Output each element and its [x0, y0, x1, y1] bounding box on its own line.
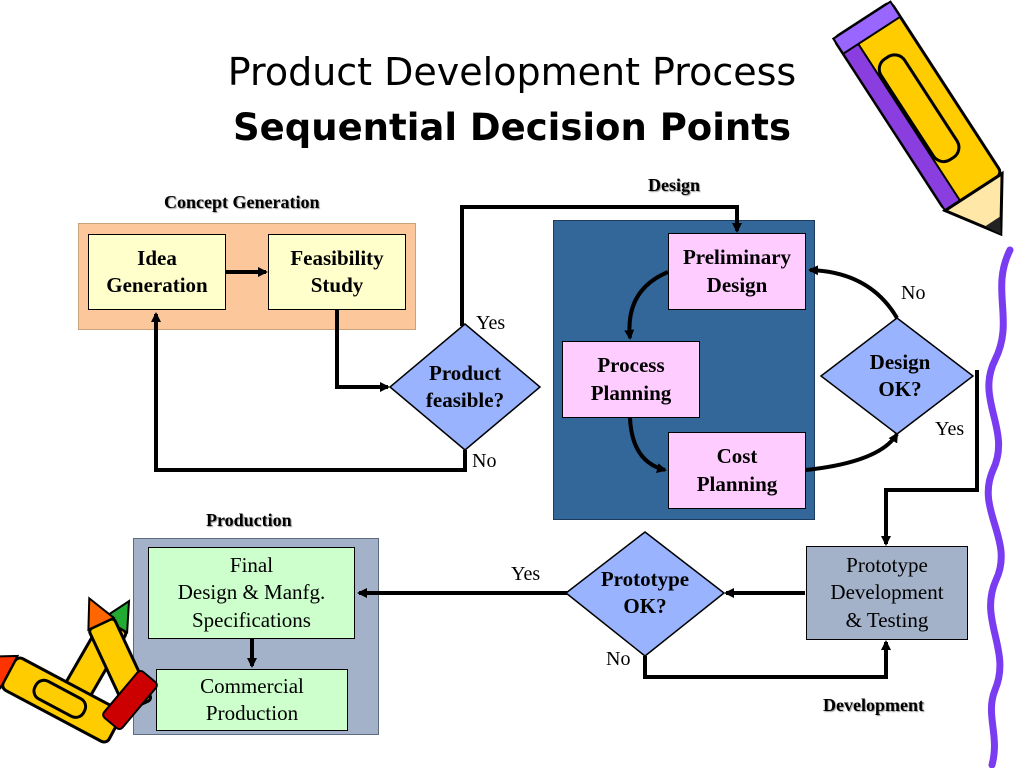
decision-design-ok-line1: Design [869, 349, 931, 374]
decision-prototype-ok-line1: Prototype [600, 566, 690, 591]
preliminary-design-line1: Preliminary [682, 245, 792, 270]
commercial-production-line1: Commercial [200, 673, 304, 698]
decision-product-feasible-label: Product feasible? [395, 352, 535, 422]
decision-prototype-ok-line2: OK? [623, 594, 667, 618]
decision-product-feasible-line2: feasible? [425, 388, 505, 412]
arrow-preliminary-to-process [624, 270, 669, 340]
arrow-design-yes-to-prototype [881, 370, 979, 546]
decision-diamond-design-ok [819, 317, 975, 435]
page-subtitle: Sequential Decision Points [233, 106, 791, 149]
cost-planning-line1: Cost [716, 444, 758, 469]
section-label-concept: Concept Generation [164, 192, 320, 212]
page-title: Product Development Process [227, 50, 797, 94]
idea-generation-line2: Generation [106, 273, 208, 297]
prototype-development-line1: Prototype [846, 553, 928, 578]
preliminary-design-line2: Design [706, 272, 768, 297]
arrow-prototype-no-loop [643, 640, 891, 679]
arrow-feasibility-to-decision [335, 310, 390, 392]
decision-design-ok-line2: OK? [878, 377, 922, 401]
edge-label-prototype-no: No [606, 648, 631, 670]
arrow-feasible-no-loop [151, 312, 467, 472]
arrow-design-no-loop [808, 265, 899, 320]
process-planning-line1: Process [597, 353, 665, 378]
section-label-design: Design [648, 175, 701, 195]
edge-label-feasible-yes: Yes [476, 312, 506, 334]
decision-diamond-prototype-ok [564, 531, 726, 657]
decision-product-feasible-line1: Product [429, 360, 501, 385]
edge-label-design-yes: Yes [935, 418, 965, 440]
section-label-production: Production [206, 510, 292, 530]
decision-diamond-product-feasible [388, 323, 542, 451]
idea-generation-line1: Idea [137, 245, 177, 270]
edge-label-prototype-yes: Yes [511, 563, 541, 585]
final-design-line2: Design & Manfg. [177, 580, 326, 605]
section-label-development: Development [823, 695, 924, 715]
prototype-development-line2: Development [830, 580, 944, 605]
process-planning-line2: Planning [590, 380, 672, 405]
prototype-development-line3: & Testing [845, 607, 929, 632]
edge-label-feasible-no: No [472, 450, 497, 472]
arrow-cost-to-design-ok [805, 432, 899, 472]
edge-label-design-no: No [901, 282, 926, 304]
feasibility-study-line2: Study [310, 273, 364, 297]
cost-planning-line2: Planning [696, 471, 778, 496]
final-design-line3: Specifications [192, 607, 311, 632]
final-design-line1: Final [229, 553, 274, 578]
commercial-production-line2: Production [205, 701, 299, 725]
arrow-feasible-yes-to-design [460, 205, 742, 326]
feasibility-study-line1: Feasibility [290, 245, 384, 270]
arrow-process-to-cost [628, 417, 667, 473]
